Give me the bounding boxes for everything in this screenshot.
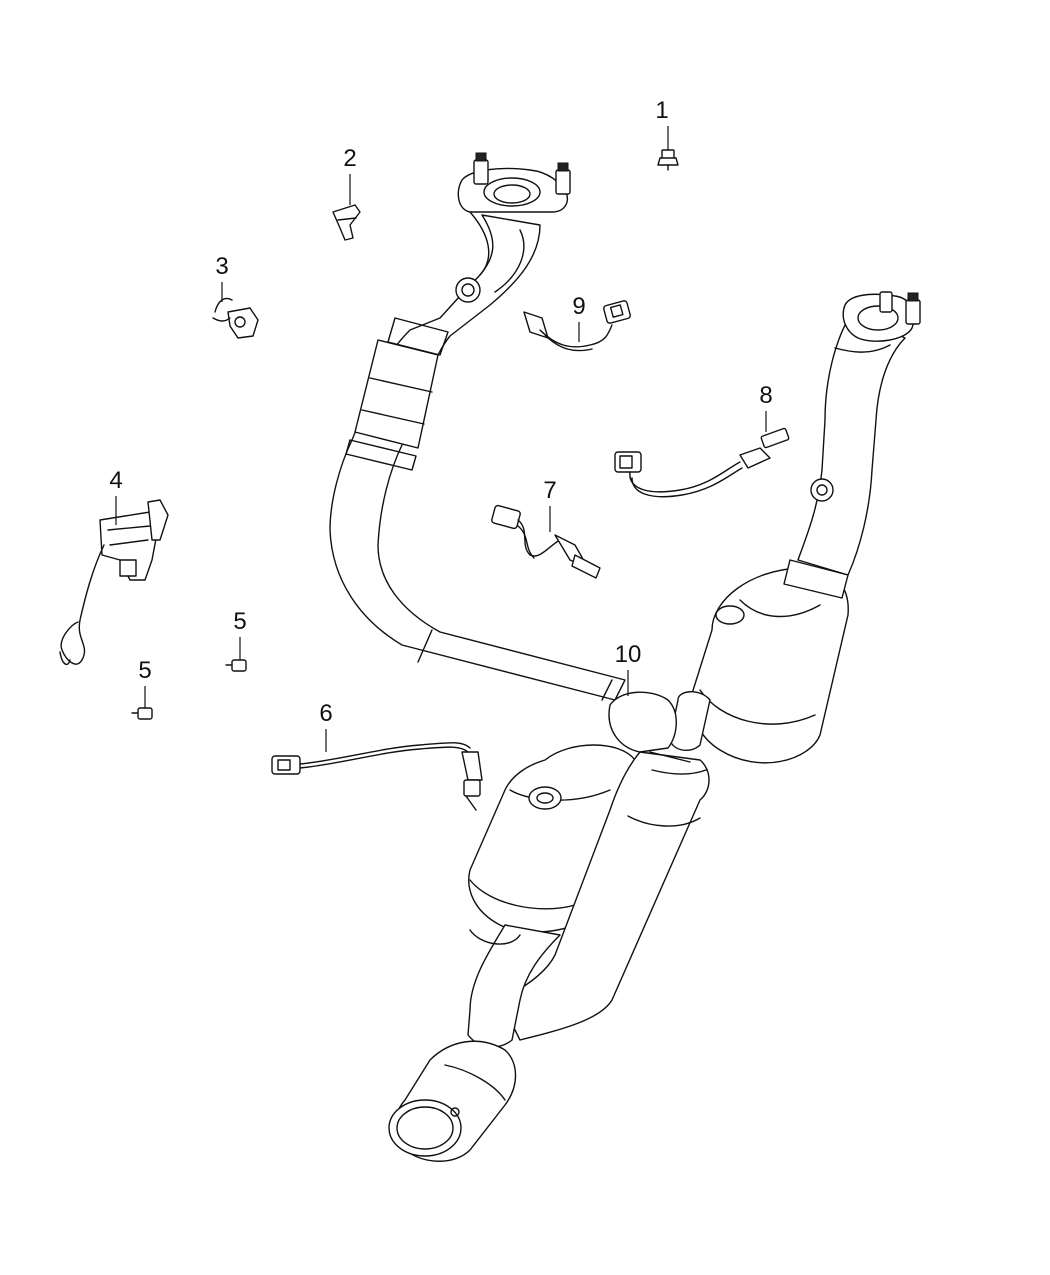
callout-4: 4 <box>109 467 123 525</box>
callout-8-label: 8 <box>759 382 772 409</box>
part-5-bolt-upper <box>225 659 247 672</box>
part-7-oxygen-sensor <box>491 504 601 579</box>
callout-2: 2 <box>343 145 357 205</box>
callout-3-label: 3 <box>215 253 228 280</box>
left-downpipe <box>329 211 626 701</box>
callout-6: 6 <box>319 700 333 752</box>
callout-9-label: 9 <box>572 293 585 320</box>
callout-2-label: 2 <box>343 145 356 172</box>
callout-1-label: 1 <box>655 97 668 124</box>
callout-6-label: 6 <box>319 700 332 727</box>
callout-1: 1 <box>655 97 669 150</box>
mid-converters <box>467 691 710 1048</box>
part-2-clip <box>332 204 361 241</box>
callout-3: 3 <box>215 253 229 302</box>
callout-8: 8 <box>759 382 773 432</box>
right-converter <box>669 559 849 764</box>
part-5-bolt-lower <box>131 707 153 720</box>
callout-5b-label: 5 <box>138 657 151 684</box>
callout-7-label: 7 <box>543 477 556 504</box>
callout-9: 9 <box>572 293 586 342</box>
left-flange <box>457 152 571 213</box>
tailpipe <box>388 1040 517 1162</box>
callout-5-lower: 5 <box>138 657 152 708</box>
part-6-oxygen-sensor <box>271 742 483 811</box>
callout-10: 10 <box>615 641 642 696</box>
callout-4-label: 4 <box>109 467 122 494</box>
part-1-bolt <box>657 149 679 171</box>
part-8-oxygen-sensor <box>614 427 790 498</box>
callout-5-upper: 5 <box>233 608 247 660</box>
part-9-oxygen-sensor <box>523 300 631 352</box>
callout-7: 7 <box>543 477 557 532</box>
callout-5a-label: 5 <box>233 608 246 635</box>
part-4-bracket <box>59 499 169 666</box>
exhaust-pipe-assembly <box>329 152 921 1162</box>
part-3-clamp <box>212 297 259 339</box>
callout-10-label: 10 <box>615 641 642 668</box>
right-downpipe <box>797 291 921 576</box>
